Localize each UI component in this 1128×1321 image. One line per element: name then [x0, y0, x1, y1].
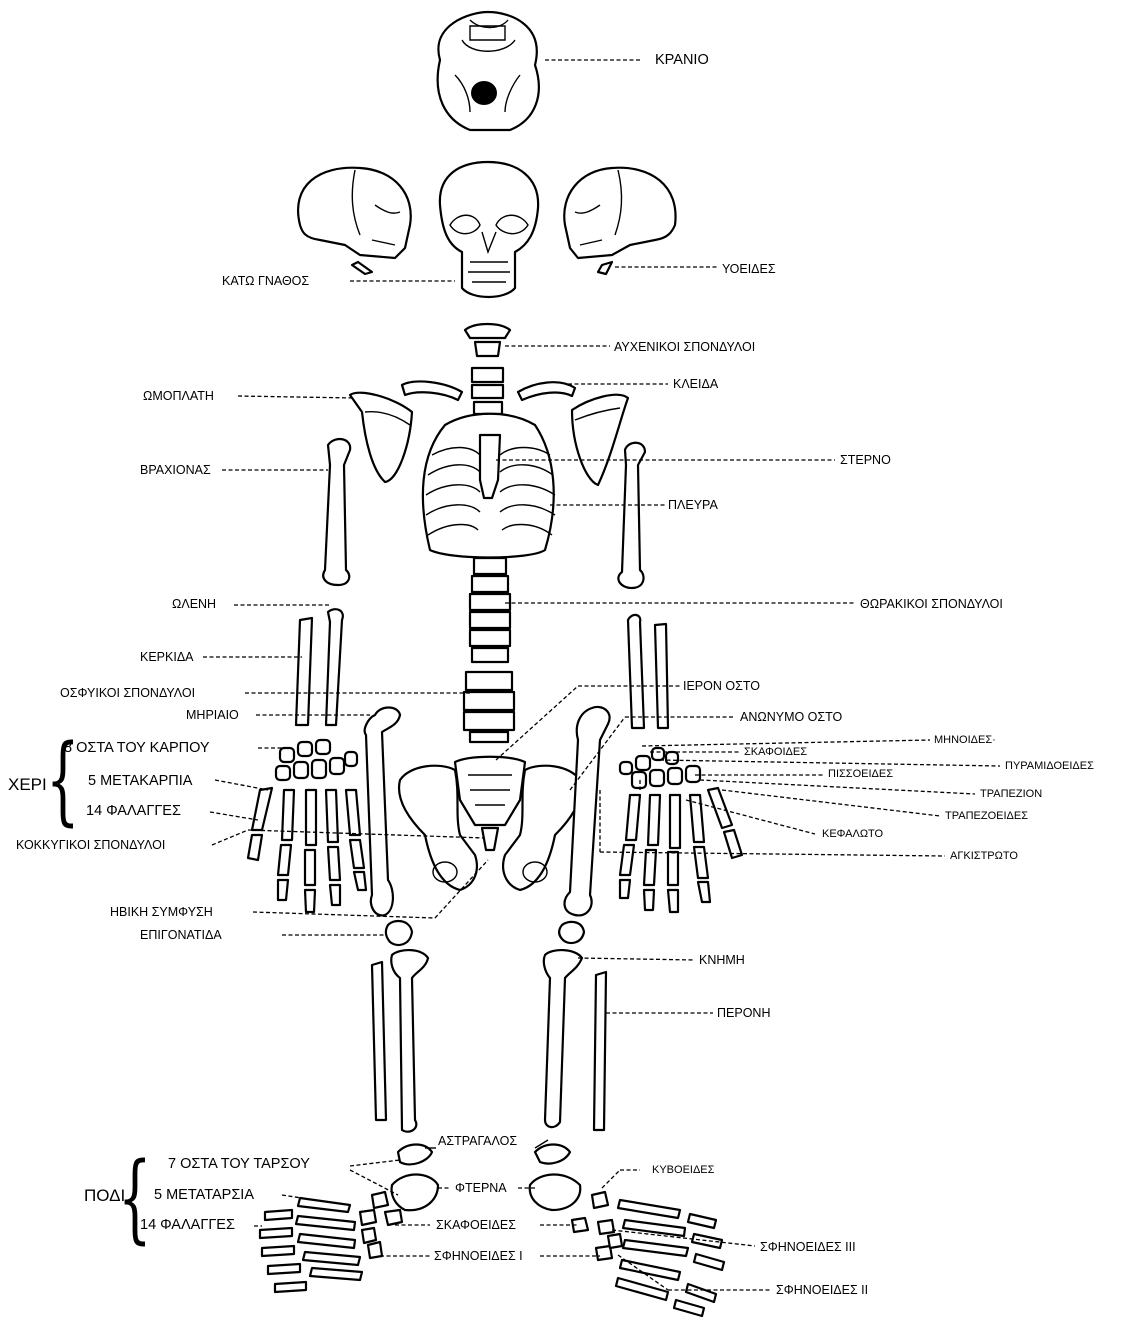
label-skull: ΚΡΑΝΙΟ: [655, 52, 709, 68]
rib-cage: [423, 414, 555, 558]
label-cervical-vertebrae: ΑΥΧΕΝΙΚΟΙ ΣΠΟΝΔΥΛΟΙ: [614, 340, 755, 354]
label-tibia: ΚΝΗΜΗ: [699, 953, 745, 967]
label-hyoid: ΥΟΕΙΔΕΣ: [722, 262, 776, 276]
label-fibula: ΠΕΡΟΝΗ: [717, 1006, 770, 1020]
label-metatarsals: 5 ΜΕΤΑΤΑΡΣΙΑ: [154, 1187, 254, 1203]
skull-right-lateral: [564, 168, 675, 274]
sacrum-bone: [455, 757, 525, 825]
patellae: [386, 921, 584, 945]
label-cuneiform-3: ΣΦΗΝΟΕΙΔΕΣ III: [760, 1240, 856, 1254]
label-innominate: ΑΝΩΝΥΜΟ ΟΣΤΟ: [740, 710, 842, 724]
label-cuneiform-1: ΣΦΗΝΟΕΙΔΕΣ I: [434, 1249, 523, 1263]
label-hand-group: ΧΕΡΙ: [8, 775, 47, 794]
label-navicular: ΣΚΑΦΟΕΙΔΕΣ: [436, 1218, 516, 1232]
label-tarsals: 7 ΟΣΤΑ ΤΟΥ ΤΑΡΣΟΥ: [168, 1156, 310, 1172]
label-phalanges-hand: 14 ΦΑΛΑΓΓΕΣ: [86, 803, 181, 819]
lower-leg-bones: [372, 950, 606, 1132]
label-trapezium: ΤΡΑΠΕΖΙΟΝ: [980, 788, 1042, 801]
label-cuneiform-2: ΣΦΗΝΟΕΙΔΕΣ II: [776, 1283, 868, 1297]
label-rib: ΠΛΕΥΡΑ: [668, 498, 718, 512]
label-scapula: ΩΜΟΠΛΑΤΗ: [143, 389, 214, 403]
label-lunate: ΜΗΝΟΙΔΕΣ·: [934, 734, 996, 747]
label-cuboid: ΚΥΒΟΕΙΔΕΣ: [652, 1164, 714, 1177]
label-calcaneus: ΦΤΕΡΝΑ: [455, 1181, 507, 1195]
hand-left: [248, 740, 366, 912]
label-radius: ΚΕΡΚΙΔΑ: [140, 650, 194, 664]
label-lumbar-vertebrae: ΟΣΦΥΙΚΟΙ ΣΠΟΝΔΥΛΟΙ: [60, 686, 195, 700]
label-clavicle: ΚΛΕΙΔΑ: [673, 377, 718, 391]
label-carpals: 8 ΟΣΤΑ ΤΟΥ ΚΑΡΠΟΥ: [64, 740, 210, 756]
label-triquetrum: ΠΥΡΑΜΙΔΟΕΙΔΕΣ: [1005, 760, 1094, 773]
coccyx-bone: [482, 828, 498, 850]
label-femur: ΜΗΡΙΑΙΟ: [186, 708, 239, 722]
label-scaphoid-hand: ΣΚΑΦΟΙΔΕΣ: [744, 746, 807, 759]
label-patella: ΕΠΙΓΟΝΑΤΙΔΑ: [140, 928, 222, 942]
label-trapezoid: ΤΡΑΠΕΖΟΕΙΔΕΣ: [945, 810, 1028, 823]
label-thoracic-vertebrae: ΘΩΡΑΚΙΚΟΙ ΣΠΟΝΔΥΛΟΙ: [860, 597, 1003, 611]
hand-brace: {: [46, 732, 80, 828]
hand-right: [620, 748, 742, 912]
label-hamate: ΑΓΚΙΣΤΡΩΤΟ: [950, 850, 1018, 863]
label-phalanges-foot: 14 ΦΑΛΑΓΓΕΣ: [140, 1217, 235, 1233]
label-mandible: ΚΑΤΩ ΓΝΑΘΟΣ: [222, 274, 309, 288]
skull-left-lateral: [298, 168, 411, 274]
label-sternum: ΣΤΕΡΝΟ: [840, 453, 891, 467]
label-capitate: ΚΕΦΑΛΩΤΟ: [822, 828, 883, 841]
label-pisiform: ΠΙΣΣΟΕΙΔΕΣ: [828, 768, 893, 781]
label-metacarpals: 5 ΜΕΤΑΚΑΡΠΙΑ: [88, 773, 192, 789]
label-coccyx: ΚΟΚΚΥΓΙΚΟΙ ΣΠΟΝΔΥΛΟΙ: [16, 838, 165, 852]
label-ulna: ΩΛΕΝΗ: [172, 597, 216, 611]
label-pubic-symphysis: ΗΒΙΚΗ ΣΥΜΦΥΣΗ: [110, 905, 213, 919]
label-foot-group: ΠΟΔΙ: [84, 1186, 125, 1205]
label-talus: ΑΣΤΡΑΓΑΛΟΣ: [438, 1134, 517, 1148]
label-sacrum: ΙΕΡΟΝ ΟΣΤΟ: [683, 679, 760, 693]
pelvis: [399, 757, 581, 890]
label-humerus: ΒΡΑΧΙΟΝΑΣ: [140, 463, 211, 477]
skull-frontal: [440, 162, 538, 297]
skull-base-view: [438, 12, 539, 130]
